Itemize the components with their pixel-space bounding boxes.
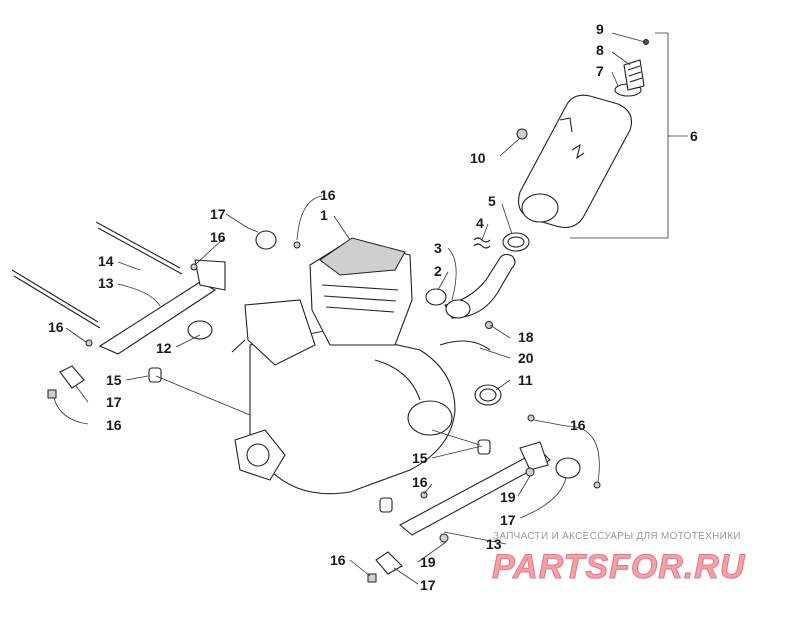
nut-19-lower [439,533,449,543]
nut-19-right [525,467,535,477]
callout-13-left: 13 [98,275,114,291]
engine-assembly [187,237,502,495]
callout-6: 6 [690,128,698,144]
callout-7: 7 [596,63,604,79]
callout-15-left: 15 [106,372,122,388]
callout-1: 1 [320,207,328,223]
muffler-assembly [425,32,688,329]
watermark: ЗАПЧАСТИ И АКСЕССУАРЫ ДЛЯ МОТОТЕХНИКИ PA… [492,531,746,587]
callout-3: 3 [434,240,442,256]
callout-18: 18 [518,329,534,345]
callout-20: 20 [518,350,534,366]
bolt-14-lower [11,269,99,323]
spacer-15-right [477,439,491,455]
callout-17-bottom: 17 [420,577,436,593]
muffler-mount [559,117,573,133]
callout-17-left: 17 [106,394,122,410]
callout-11: 11 [518,372,533,388]
watermark-tagline: ЗАПЧАСТИ И АКСЕССУАРЫ ДЛЯ МОТОТЕХНИКИ [493,531,741,542]
muffler-inlet [521,193,559,223]
nut-16-upper [293,241,301,249]
bolt-14-upper [95,221,181,269]
nut-18 [485,321,493,329]
hose-20 [439,340,491,351]
cylinder-head [319,237,406,276]
bracket-13-right [399,449,551,536]
leader-lines [53,32,646,585]
callout-15-right: 15 [412,450,428,466]
callout-labels: 9 8 7 6 10 5 4 3 2 18 20 11 16 1 17 16 1… [48,21,698,593]
screen-8 [623,59,645,91]
mount-17-lower [375,551,403,575]
washer-17-right [555,457,581,479]
callout-13-right: 13 [486,536,502,552]
callout-16-right: 16 [570,417,586,433]
washer-17-upper [255,230,277,250]
callout-12: 12 [156,340,172,356]
right-mounting [367,414,601,583]
left-mounting [11,221,301,399]
callout-9: 9 [596,21,604,37]
callout-2: 2 [434,263,442,279]
pipe-flange [445,299,471,319]
callout-16-bottom-left: 16 [106,417,122,433]
callout-10: 10 [470,150,486,166]
spacer-15-left [148,367,162,383]
callout-4: 4 [476,215,484,231]
engine-crankcase [249,329,456,495]
callout-5: 5 [488,193,496,209]
mount-12 [187,320,213,340]
callout-8: 8 [596,42,604,58]
watermark-logo: PARTSFOR.RU [492,548,746,586]
muffler-bracket-line [570,32,669,239]
callout-16-left: 16 [210,229,226,245]
callout-16-top: 16 [320,187,336,203]
bracket-13-left [98,281,217,355]
callout-14: 14 [98,253,114,269]
muffler-mark [571,143,585,160]
callout-19-right: 19 [500,489,516,505]
mount-17-left [59,365,85,389]
nut-10 [516,128,528,140]
starter-housing [244,299,316,366]
callout-17-right: 17 [500,512,516,528]
cvt-cover-hub [407,400,453,436]
callout-16-bottom: 16 [330,552,346,568]
gasket-2 [425,288,447,306]
callout-16-mid: 16 [48,319,64,335]
callout-16-center: 16 [412,474,428,490]
callout-17-top: 17 [210,206,226,222]
callout-19-bottom: 19 [420,554,436,570]
